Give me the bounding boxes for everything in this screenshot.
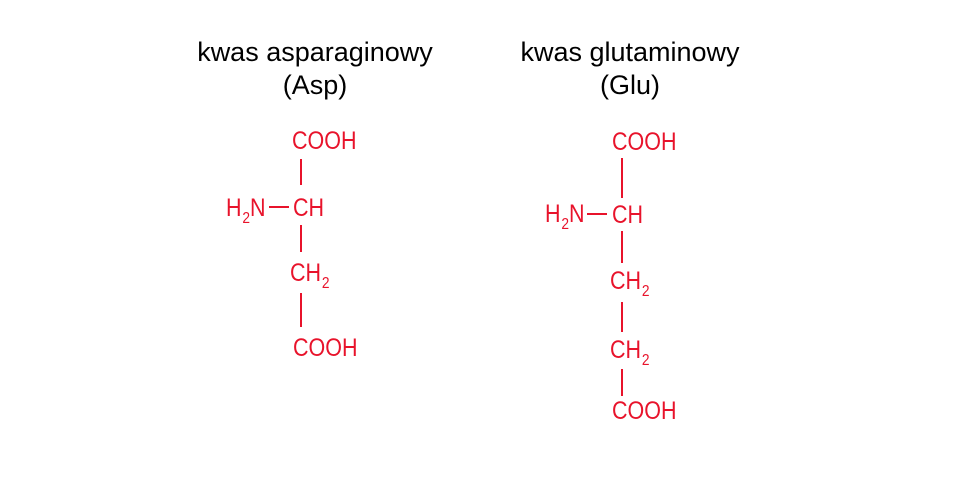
asp-amine-h: H — [226, 194, 242, 222]
glu-amine-sub: 2 — [561, 216, 570, 233]
glu-bond-chain-bottom — [621, 369, 623, 396]
glu-amine-group: H2N — [545, 200, 585, 234]
glu-top-carboxyl: COOH — [612, 128, 677, 156]
glu-amine-h: H — [545, 200, 561, 228]
asp-bond-amine — [269, 206, 289, 208]
glu-bottom-carboxyl: COOH — [612, 397, 677, 425]
asp-bond-alpha-chain — [300, 225, 302, 252]
glu-amine-n: N — [569, 200, 585, 228]
asp-name: kwas asparaginowy — [197, 37, 433, 67]
glu-alpha-carbon: CH — [612, 201, 644, 229]
asp-top-carboxyl: COOH — [292, 127, 357, 155]
glu-bond-amine — [587, 213, 607, 215]
asp-amine-n: N — [250, 194, 266, 222]
glu-name: kwas glutaminowy — [520, 37, 740, 67]
asp-alpha-carbon: CH — [293, 194, 325, 222]
glu-ch2-1: CH2 — [610, 267, 650, 301]
asp-ch2-1: CH2 — [290, 259, 330, 293]
asp-bond-chain-bottom — [300, 293, 302, 327]
glu-abbr: (Glu) — [600, 70, 660, 100]
glu-bond-alpha-chain — [621, 231, 623, 263]
asp-amine-sub: 2 — [242, 210, 251, 227]
asp-abbr: (Asp) — [282, 70, 348, 100]
asp-bond-top — [300, 159, 302, 185]
asp-amine-group: H2N — [226, 194, 266, 228]
glu-bond-chain-mid — [621, 302, 623, 332]
glu-bond-top — [621, 158, 623, 198]
glu-ch2-2: CH2 — [610, 336, 650, 370]
asp-bottom-carboxyl: COOH — [293, 334, 358, 362]
